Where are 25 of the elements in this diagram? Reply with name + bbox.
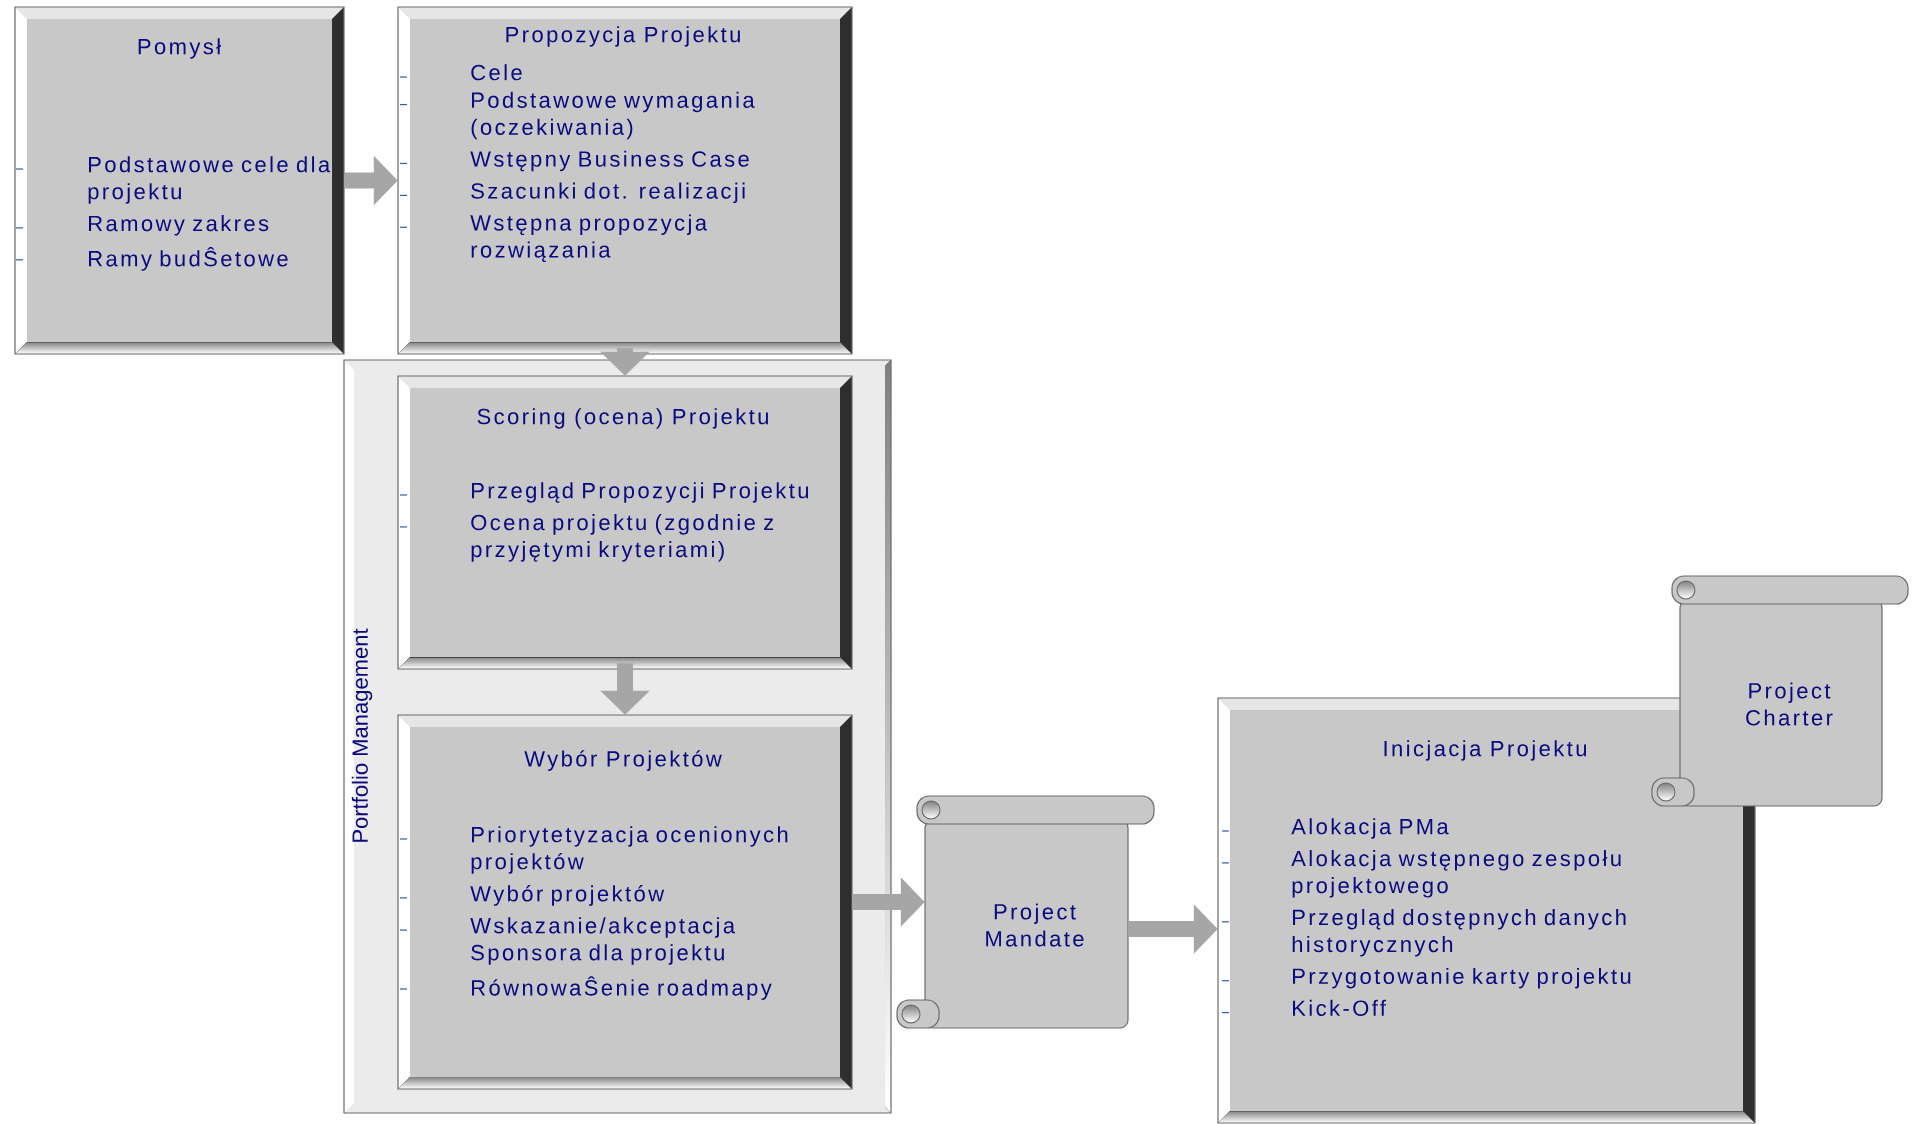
- bullet-item: Przegląd dostępnych danych historycznych: [1292, 909, 1626, 957]
- box-heading: Wybór Projektów: [524, 750, 722, 771]
- bullet-item: Przegląd Propozycji Projektu: [472, 482, 809, 503]
- box-heading: Propozycja Projektu: [506, 26, 740, 47]
- rotated-label: Portfolio Management: [351, 628, 373, 842]
- bullet-item: Ocena projektu (zgodnie z przyjętymi kryteriami): [471, 514, 774, 562]
- bullet-item: Wstępny Business Case: [470, 150, 749, 172]
- bullet-item: Ramy budŜetowe: [89, 247, 288, 271]
- bullet-item: Wstępna propozycja rozwiązania: [470, 214, 707, 262]
- bullet-item: Podstawowe cele dla projektu: [88, 156, 331, 204]
- bullet-item: Szacunki dot. realizacji: [471, 182, 745, 204]
- bullet-item: Alokacja wstępnego zespołu projektowego: [1291, 850, 1621, 898]
- bullet-item: Cele: [471, 64, 522, 81]
- box-heading: Scoring (ocena) Projektu: [477, 408, 768, 429]
- bullet-item: Alokacja PMa: [1291, 818, 1449, 839]
- bullet-item: Wybór projektów: [470, 885, 665, 906]
- box-heading: Pomysł: [138, 38, 221, 59]
- bullet-item: Podstawowe wymagania (oczekiwania): [471, 91, 755, 140]
- bullet-item: Priorytetyzacja ocenionych projektów: [471, 826, 788, 874]
- bullet-item: RównowaŜenie roadmapy: [472, 976, 772, 1000]
- bullet-item: Ramowy zakres: [89, 215, 269, 236]
- bullet-item: Wskazanie/akceptacja Sponsora dla projektu: [470, 917, 736, 965]
- bullet-item: Kick-Off: [1293, 999, 1386, 1016]
- box-heading: Inicjacja Projektu: [1384, 740, 1586, 761]
- bullet-item: Przygotowanie karty projektu: [1293, 967, 1631, 989]
